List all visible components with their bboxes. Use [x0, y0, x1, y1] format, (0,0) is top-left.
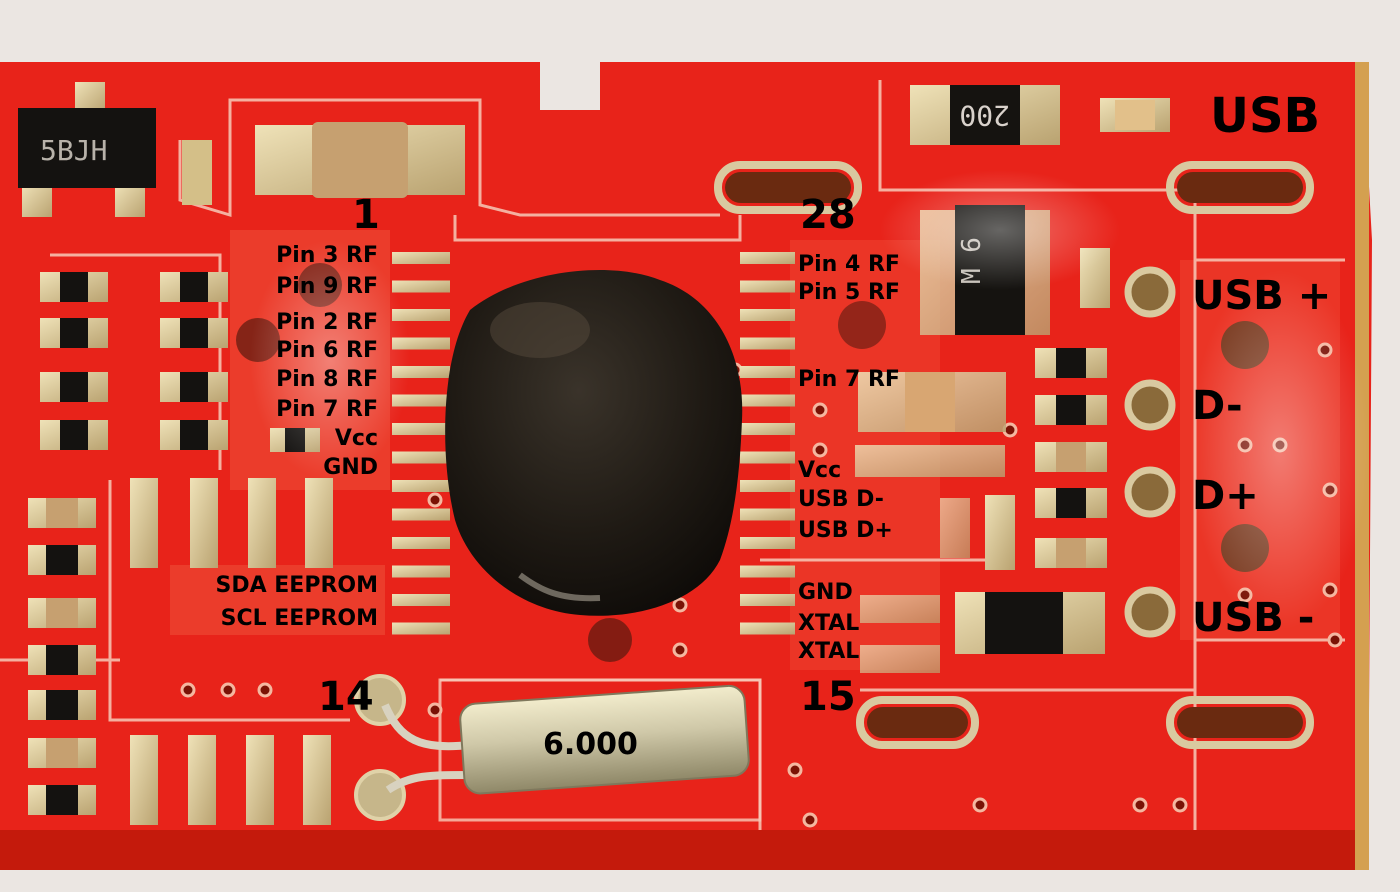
- chip-on-board-blob: [445, 270, 743, 616]
- d-minus-label: D-: [1192, 383, 1243, 429]
- pin-number-1: 1: [352, 192, 380, 238]
- right-pin-label: GND: [798, 580, 853, 605]
- ic-pin-pad-left: [392, 565, 450, 578]
- d-plus-label: D+: [1192, 473, 1259, 519]
- regulator-marking: 5BJH: [40, 134, 107, 167]
- left-pin-label: Pin 6 RF: [276, 338, 378, 363]
- ic-pin-pad-right: [740, 565, 795, 578]
- usb-plus-label: USB +: [1192, 273, 1332, 319]
- ic-pin-pad-right: [740, 451, 795, 464]
- crystal-body: [459, 684, 750, 795]
- ic-pin-pad-left: [392, 252, 450, 264]
- crystal-frequency-label: 6.000: [543, 727, 638, 762]
- ic-pin-pad-right: [740, 394, 795, 407]
- right-pin-label: XTAL: [798, 611, 860, 636]
- ic-pin-pad-right: [740, 508, 795, 521]
- left-pin-label: Pin 2 RF: [276, 310, 378, 335]
- ic-pin-pad-left: [392, 280, 450, 293]
- left-pin-label: Pin 8 RF: [276, 367, 378, 392]
- ic-pin-pad-left: [392, 309, 450, 321]
- ic-pin-pad-right: [740, 252, 795, 264]
- ic-pin-pad-left: [392, 594, 450, 606]
- ic-pin-pad-left: [392, 622, 450, 635]
- ic-pin-pad-left: [392, 423, 450, 435]
- right-pin-label: USB D-: [798, 487, 884, 512]
- ic-pin-pad-right: [740, 594, 795, 606]
- ic-pin-pad-left: [392, 451, 450, 464]
- resistor-marking: 200: [959, 99, 1010, 132]
- ic-pin-pad-right: [740, 337, 795, 350]
- left-pin-label: GND: [323, 455, 378, 480]
- left-pin-label: Vcc: [334, 426, 378, 451]
- ic-pin-pad-right: [740, 480, 795, 492]
- left-pin-label: Pin 9 RF: [276, 274, 378, 299]
- right-pin-label: Pin 7 RF: [798, 367, 900, 392]
- ic-pin-pad-left: [392, 480, 450, 492]
- ic-pin-pad-left: [392, 394, 450, 407]
- ic-pin-pad-right: [740, 622, 795, 635]
- right-pin-label: XTAL: [798, 639, 860, 664]
- pin-number-14: 14: [318, 674, 374, 720]
- pin-number-28: 28: [800, 192, 856, 238]
- ic-pin-pad-left: [392, 537, 450, 549]
- ic-pin-pad-right: [740, 537, 795, 549]
- ic-pin-pad-left: [392, 508, 450, 521]
- ic-pin-pad-right: [740, 423, 795, 435]
- usb-title: USB: [1210, 88, 1321, 144]
- left-pin-label: Pin 7 RF: [276, 397, 378, 422]
- left-pin-label: SCL EEPROM: [220, 606, 378, 631]
- right-pin-label: USB D+: [798, 518, 893, 543]
- ic-pin-pad-right: [740, 280, 795, 293]
- usb-minus-label: USB -: [1192, 595, 1315, 641]
- left-pin-label: Pin 3 RF: [276, 243, 378, 268]
- pin-number-15: 15: [800, 674, 856, 720]
- right-pin-label: Pin 5 RF: [798, 280, 900, 305]
- ic-pin-pad-right: [740, 366, 795, 378]
- ic-pin-pad-right: [740, 309, 795, 321]
- left-pin-label: SDA EEPROM: [215, 573, 378, 598]
- right-pin-label: Vcc: [798, 458, 842, 483]
- smd-row-1: [40, 272, 108, 302]
- right-pin-label: Pin 4 RF: [798, 252, 900, 277]
